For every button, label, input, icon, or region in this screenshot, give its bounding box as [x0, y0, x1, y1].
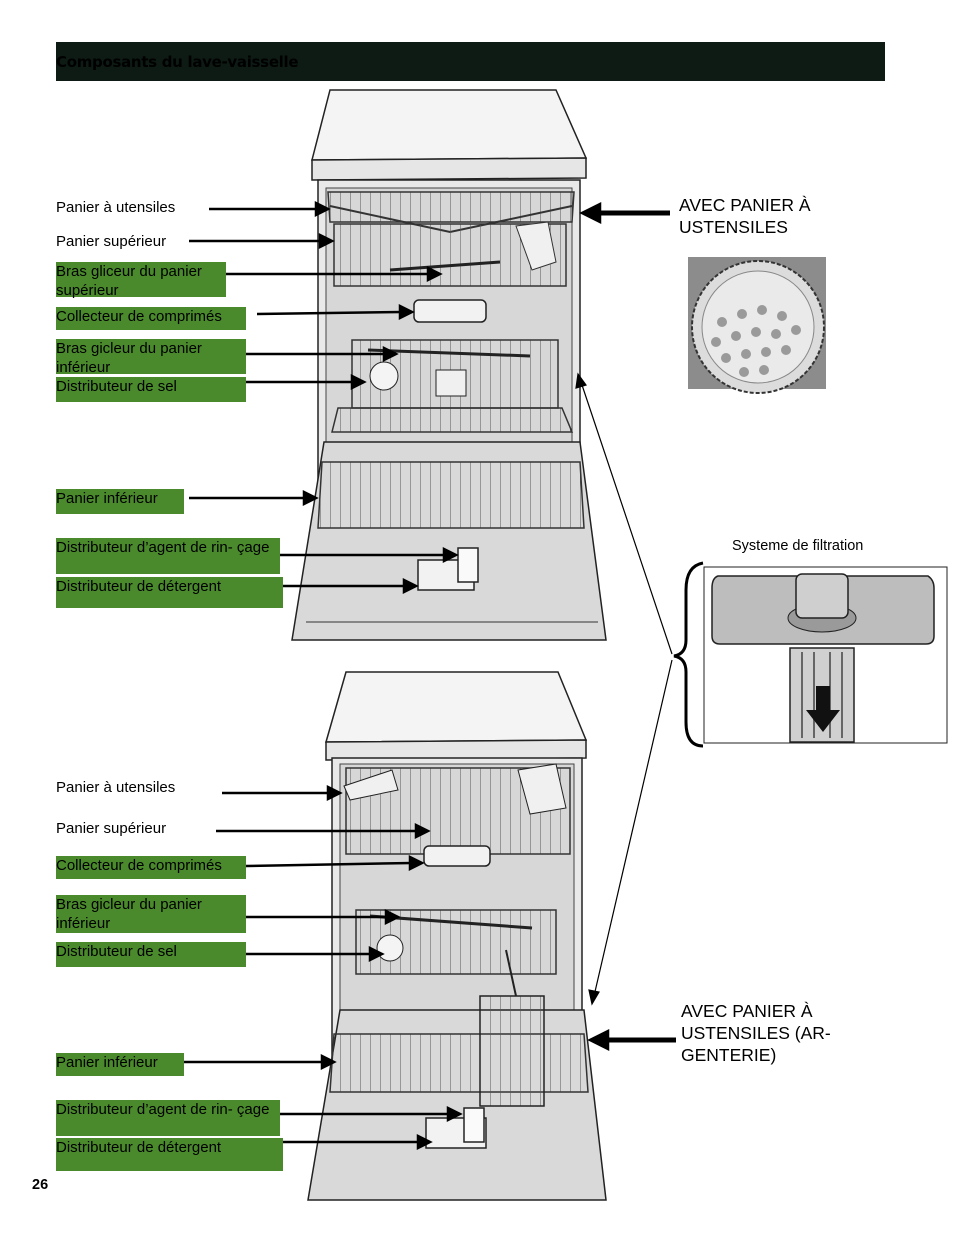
label-lower-basket-top: Panier inférieur: [56, 489, 184, 514]
label-lower-basket-bottom: Panier inférieur: [56, 1053, 184, 1076]
label-rinse-dispenser-top: Distributeur d’agent de rin- çage: [56, 538, 280, 574]
label-salt-dispenser-bottom: Distributeur de sel: [56, 942, 246, 967]
label-upper-basket-bottom: Panier supérieur: [56, 820, 167, 837]
label-detergent-dispenser-top: Distributeur de détergent: [56, 577, 283, 608]
section-title: Composants du lave-vaisselle: [56, 53, 299, 71]
label-utensil-basket-bottom: Panier à utensiles: [56, 779, 176, 796]
label-rinse-dispenser-bottom: Distributeur d’agent de rin- çage: [56, 1100, 280, 1136]
section-header-bar: Composants du lave-vaisselle: [56, 42, 885, 81]
label-upper-spray-arm-top: Bras gliceur du panier supérieur: [56, 262, 226, 299]
caption-with-utensil-basket: AVEC PANIER À USTENSILES: [679, 195, 811, 237]
label-tablet-collector-top: Collecteur de comprimés: [56, 307, 246, 330]
label-utensil-basket-top: Panier à utensiles: [56, 199, 176, 216]
label-salt-dispenser-top: Distributeur de sel: [56, 377, 246, 402]
page-number: 26: [32, 1177, 49, 1193]
bottom-dishwasher-drawing: [307, 671, 607, 1201]
filter-system-drawing: [673, 561, 948, 748]
filter-pointer-lines: [575, 372, 673, 1006]
leader-arrows: [184, 200, 676, 1151]
label-detergent-dispenser-bottom: Distributeur de détergent: [56, 1138, 283, 1171]
label-lower-spray-arm-bottom: Bras gicleur du panier inférieur: [56, 895, 246, 933]
label-tablet-collector-bottom: Collecteur de comprimés: [56, 856, 246, 879]
filter-photo: [688, 257, 826, 394]
caption-with-silverware-basket: AVEC PANIER À USTENSILES (AR- GENTERIE): [681, 1001, 831, 1065]
label-upper-basket-top: Panier supérieur: [56, 233, 167, 250]
top-dishwasher-drawing: [291, 89, 607, 641]
filter-system-title: Systeme de filtration: [732, 538, 864, 554]
label-lower-spray-arm-top: Bras gicleur du panier inférieur: [56, 339, 246, 376]
